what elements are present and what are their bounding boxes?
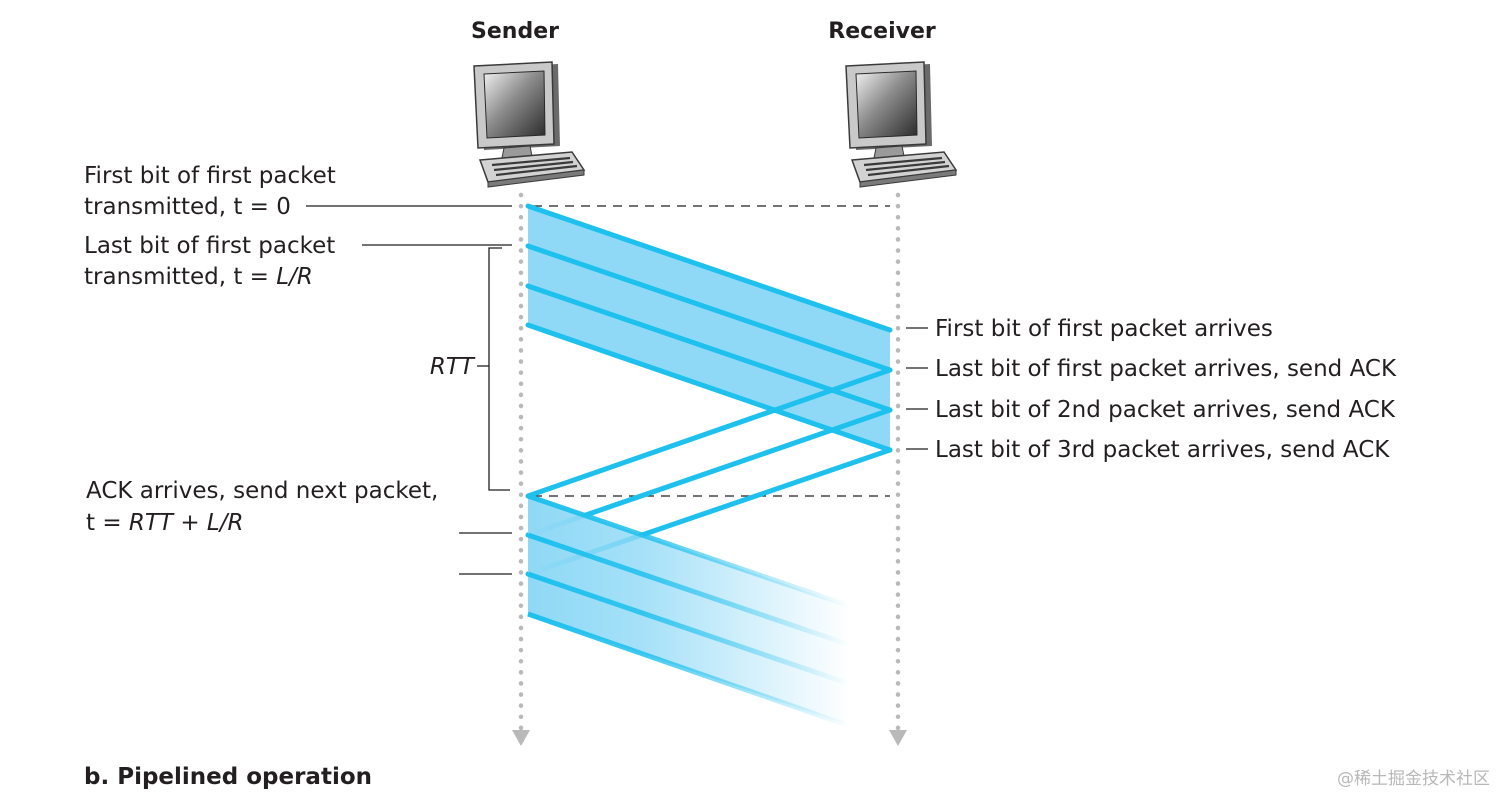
last-bit-label-prefix: transmitted, t = <box>84 264 276 290</box>
ack-arrives-label-line2: t = RTT + L/R <box>86 510 243 536</box>
next-packet-line-2 <box>527 532 851 648</box>
packet-band <box>528 206 890 450</box>
watermark: @稀土掘金技术社区 <box>1337 769 1490 789</box>
last-bit-label-line1: Last bit of first packet <box>84 233 335 259</box>
sender-title: Sender <box>471 19 559 44</box>
receiver-title: Receiver <box>828 19 936 44</box>
last-third-arrives-label: Last bit of 3rd packet arrives, send ACK <box>935 437 1390 463</box>
sender-computer-icon <box>472 60 586 189</box>
last-first-arrives-label: Last bit of first packet arrives, send A… <box>935 356 1397 382</box>
last-bit-label-formula: L/R <box>276 264 313 290</box>
ack-line-1 <box>525 367 893 499</box>
ack-arrives-label-formula: RTT + L/R <box>129 510 244 536</box>
next-packet-band <box>528 496 850 726</box>
next-packet-line-3 <box>527 571 851 687</box>
receiver-computer-icon <box>844 60 958 189</box>
packet-line-first-bit <box>525 203 893 333</box>
rtt-bracket <box>488 247 510 491</box>
next-packet-line-1 <box>527 493 851 609</box>
sender-timeline-arrow <box>512 730 530 746</box>
ack-arrives-label-line1: ACK arrives, send next packet, <box>86 478 438 504</box>
receiver-timeline-arrow <box>889 730 907 746</box>
packet-line-first-last-bit <box>525 243 893 373</box>
ack-arrives-label-prefix: t = <box>86 510 129 536</box>
rtt-label: RTT <box>430 354 476 380</box>
first-arrives-label: First bit of first packet arrives <box>935 316 1273 342</box>
next-packet-line-4 <box>527 611 851 729</box>
last-second-arrives-label: Last bit of 2nd packet arrives, send ACK <box>935 397 1396 423</box>
first-bit-label-line1: First bit of first packet <box>84 163 336 189</box>
first-bit-label-line2: transmitted, t = 0 <box>84 194 291 220</box>
last-bit-label-line2: transmitted, t = L/R <box>84 264 313 290</box>
figure-caption: b. Pipelined operation <box>84 764 372 790</box>
